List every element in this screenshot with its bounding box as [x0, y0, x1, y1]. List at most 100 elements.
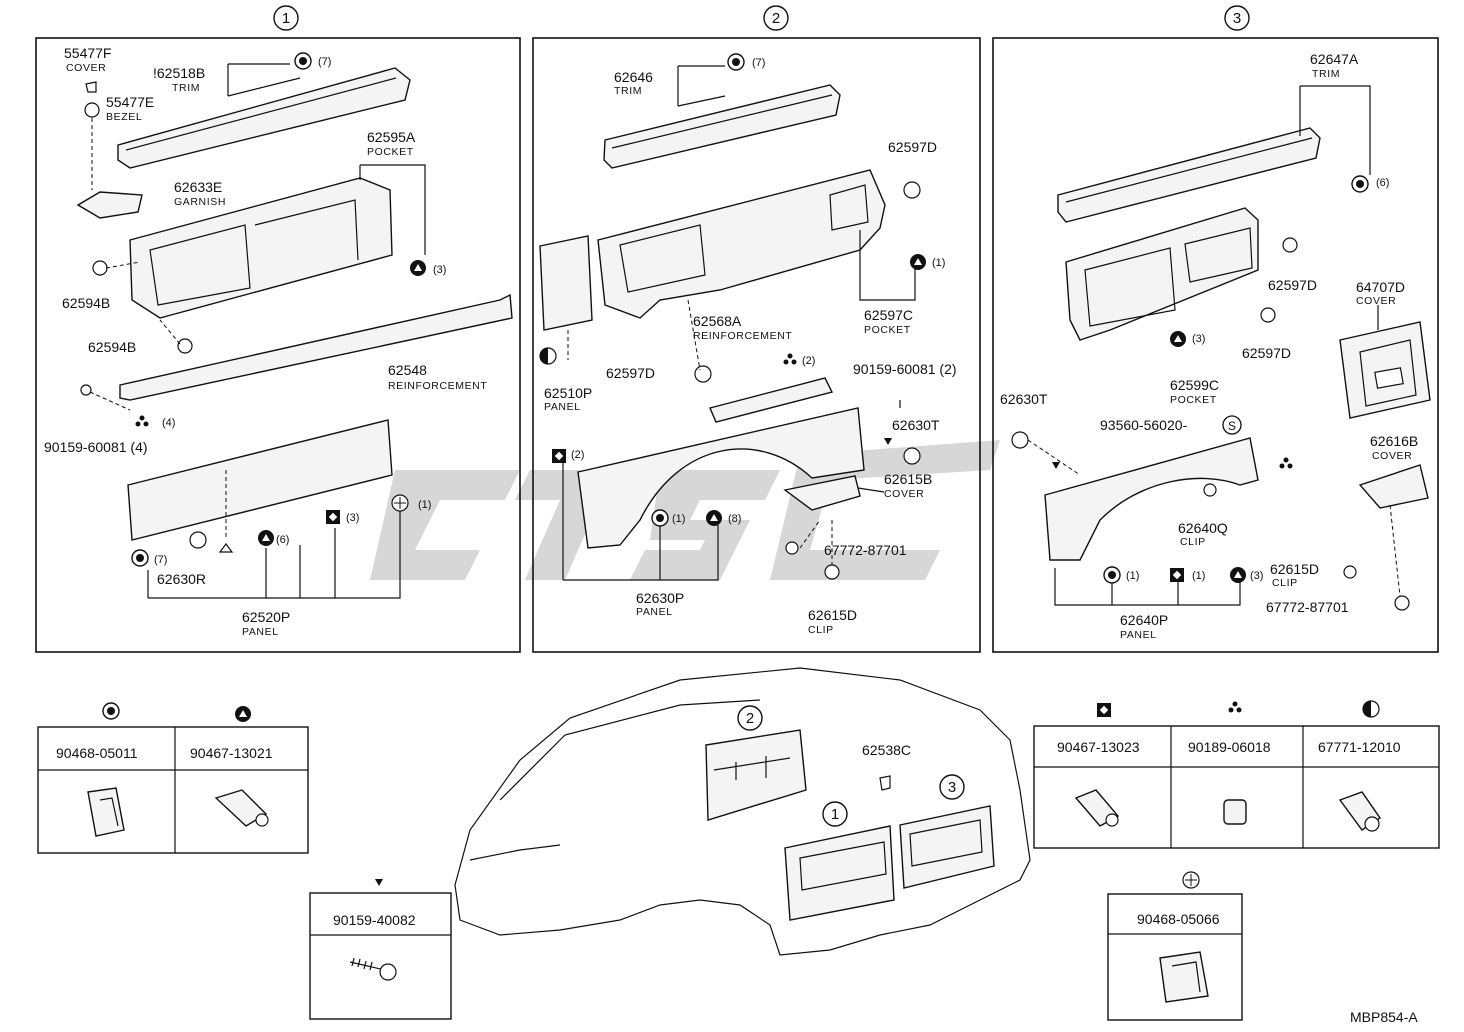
svg-text:67771-12010: 67771-12010	[1318, 739, 1401, 755]
svg-text:(6): (6)	[1376, 177, 1389, 189]
svg-text:62597D: 62597D	[1242, 345, 1291, 361]
svg-text:CLIP: CLIP	[1272, 577, 1298, 589]
garnish-62633e	[76, 191, 143, 219]
cover-62615b	[783, 475, 861, 511]
svg-text:REINFORCEMENT: REINFORCEMENT	[693, 330, 792, 342]
svg-text:55477E: 55477E	[106, 94, 154, 110]
trim-62518b	[117, 67, 411, 169]
legend-left: 90468-05011 90467-13021	[37, 702, 309, 854]
section-3: S 62647A TRIM (6) 62597D 64707D COVER (3…	[1000, 51, 1431, 641]
svg-text:BEZEL: BEZEL	[106, 111, 142, 123]
clip-icon-90468-05011	[87, 787, 125, 837]
clip-62615d	[1343, 565, 1357, 579]
svg-text:62595A: 62595A	[367, 129, 416, 145]
svg-text:1: 1	[282, 10, 290, 27]
section-1-frame	[35, 37, 521, 653]
svg-text:!62518B: !62518B	[153, 65, 205, 81]
panel-62520p	[127, 419, 393, 541]
svg-text:90159-60081 (4): 90159-60081 (4)	[44, 439, 148, 455]
svg-text:67772-87701: 67772-87701	[1266, 599, 1349, 615]
svg-text:(1): (1)	[418, 499, 431, 511]
clip-62597d-b	[1260, 307, 1276, 323]
svg-text:62616B: 62616B	[1370, 433, 1418, 449]
svg-text:90468-05011: 90468-05011	[56, 745, 138, 761]
svg-text:62599C: 62599C	[1170, 377, 1219, 393]
svg-text:62548: 62548	[388, 362, 427, 378]
vehicle-panel-2	[705, 729, 807, 821]
svg-text:62615D: 62615D	[808, 607, 857, 623]
pocket-62599c	[1065, 207, 1259, 341]
svg-text:62597D: 62597D	[1268, 277, 1317, 293]
svg-text:62646: 62646	[614, 69, 653, 85]
svg-text:2: 2	[772, 10, 780, 27]
section-3-badge: 3	[1224, 5, 1250, 31]
svg-text:S: S	[1228, 419, 1236, 433]
svg-text:90189-06018: 90189-06018	[1188, 739, 1271, 755]
svg-text:62640P: 62640P	[1120, 612, 1168, 628]
legend-plus: 90468-05066	[1107, 871, 1243, 1021]
section-2-frame	[532, 37, 981, 653]
pocket-62595a	[129, 177, 393, 319]
svg-text:(3): (3)	[433, 264, 446, 276]
svg-text:PANEL: PANEL	[242, 626, 279, 638]
svg-text:COVER: COVER	[1372, 450, 1412, 462]
svg-text:62597C: 62597C	[864, 307, 913, 323]
trim-62646	[603, 84, 841, 169]
drawing-code: MBP854-A	[1350, 1009, 1418, 1025]
svg-text:GARNISH: GARNISH	[174, 196, 226, 208]
svg-text:62630T: 62630T	[1000, 391, 1048, 407]
clip-62630t	[903, 447, 921, 465]
vehicle-panel-1	[784, 825, 895, 921]
svg-text:62568A: 62568A	[693, 313, 742, 329]
svg-text:PANEL: PANEL	[544, 401, 581, 413]
svg-text:62597D: 62597D	[606, 365, 655, 381]
svg-text:62630T: 62630T	[892, 417, 940, 433]
svg-text:(3): (3)	[1250, 570, 1263, 582]
legend-right: 90467-13023 90189-06018 67771-12010	[1033, 700, 1440, 849]
svg-text:COVER: COVER	[66, 62, 106, 74]
legend-small-triangle: 90159-40082	[309, 879, 452, 1020]
clip-67772	[785, 541, 799, 555]
svg-text:(2): (2)	[802, 355, 815, 367]
svg-text:93560-56020-: 93560-56020-	[1100, 417, 1188, 433]
clip-62597d-b	[694, 365, 712, 383]
svg-text:(3): (3)	[1192, 333, 1205, 345]
clip-62615d	[824, 564, 840, 580]
svg-text:62597D: 62597D	[888, 139, 937, 155]
screw-62594b-a	[92, 260, 108, 276]
svg-text:(4): (4)	[162, 417, 175, 429]
trim-62647a	[1057, 127, 1321, 223]
svg-text:62630R: 62630R	[157, 571, 206, 587]
pocket-62597c	[597, 169, 886, 319]
svg-text:62510P: 62510P	[544, 385, 592, 401]
svg-text:REINFORCEMENT: REINFORCEMENT	[388, 380, 487, 392]
svg-text:TRIM: TRIM	[1312, 68, 1340, 80]
svg-text:CLIP: CLIP	[808, 624, 834, 636]
svg-text:90159-40082: 90159-40082	[333, 912, 416, 928]
svg-text:PANEL: PANEL	[1120, 629, 1157, 641]
svg-text:62594B: 62594B	[62, 295, 110, 311]
screw-icon-90159-40082	[349, 961, 386, 971]
clip-67772	[1394, 595, 1410, 611]
svg-text:62640Q: 62640Q	[1178, 520, 1228, 536]
svg-text:(3): (3)	[346, 512, 359, 524]
svg-text:64707D: 64707D	[1356, 279, 1405, 295]
clip-62630t	[1011, 431, 1029, 449]
section-3-frame	[992, 37, 1439, 653]
svg-text:(1): (1)	[932, 257, 945, 269]
svg-text:67772-87701: 67772-87701	[824, 542, 907, 558]
panel-62510p	[539, 235, 593, 331]
svg-text:(7): (7)	[318, 56, 331, 68]
svg-text:3: 3	[1233, 10, 1241, 27]
svg-text:90468-05066: 90468-05066	[1137, 911, 1220, 927]
clip-62597d-a	[1282, 237, 1298, 253]
svg-text:62615D: 62615D	[1270, 561, 1319, 577]
clip-icon-90468-05066	[1159, 951, 1209, 1003]
svg-text:90467-13023: 90467-13023	[1057, 739, 1140, 755]
svg-text:POCKET: POCKET	[864, 324, 911, 336]
reinforcement-62548	[119, 293, 513, 401]
svg-text:(6): (6)	[276, 534, 289, 546]
svg-text:90159-60081 (2): 90159-60081 (2)	[853, 361, 957, 377]
clip-icon-90189-06018	[1223, 799, 1247, 825]
